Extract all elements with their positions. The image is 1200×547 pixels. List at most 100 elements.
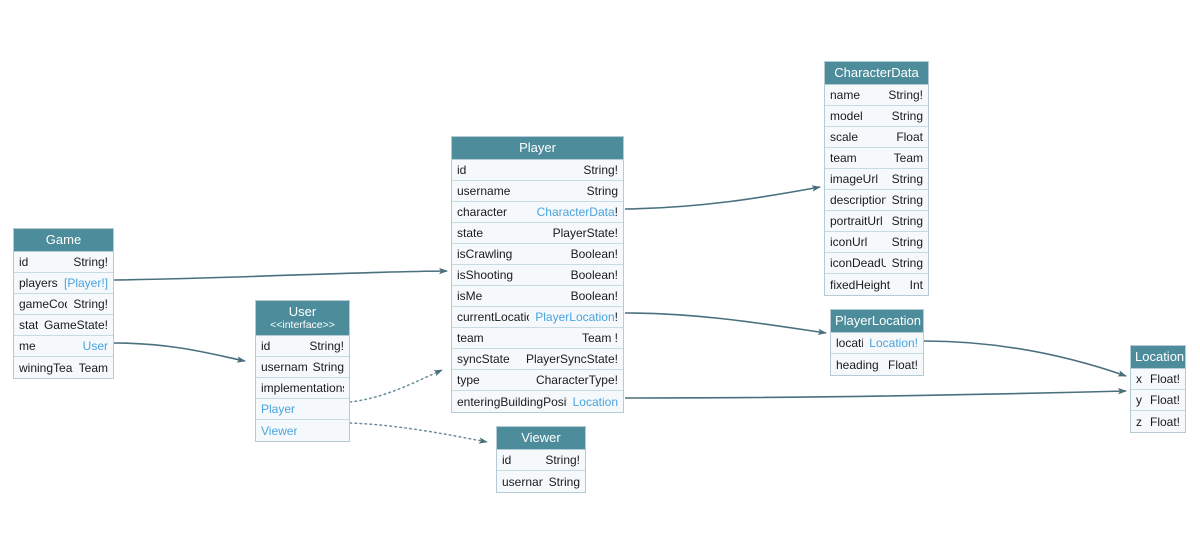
field-name: username [502, 474, 543, 489]
field-row[interactable]: winingTeam Team [14, 357, 113, 378]
field-row[interactable]: imageUrl String [825, 169, 928, 190]
field-row[interactable]: id String! [452, 160, 623, 181]
field-row[interactable]: x Float! [1131, 369, 1185, 390]
field-name: portraitUrl [830, 214, 883, 228]
field-row[interactable]: scale Float [825, 127, 928, 148]
field-row[interactable]: portraitUrl String [825, 211, 928, 232]
field-row[interactable]: enteringBuildingPosition Location [452, 391, 623, 412]
non-null-marker: ! [614, 205, 618, 219]
field-type: String! [73, 297, 108, 311]
field-name: team [830, 151, 857, 165]
field-type: User [82, 339, 108, 353]
field-name: players [19, 276, 58, 290]
field-row[interactable]: players [Player!] [14, 273, 113, 294]
field-row[interactable]: isShooting Boolean! [452, 265, 623, 286]
field-row[interactable]: team Team [825, 148, 928, 169]
field-row[interactable]: state GameState! [14, 315, 113, 336]
field-row[interactable]: username String [452, 181, 623, 202]
field-name: currentLocation [457, 310, 529, 324]
field-type: String! [583, 163, 618, 177]
field-row[interactable]: state PlayerState! [452, 223, 623, 244]
field-row[interactable]: fixedHeight Int [825, 274, 928, 295]
field-row[interactable]: z Float! [1131, 411, 1185, 432]
field-type: CharacterType! [535, 373, 618, 387]
field-type: PlayerState! [552, 226, 618, 240]
field-type: PlayerSyncState! [525, 352, 618, 366]
entity-user-title: User <<interface>> [256, 301, 349, 336]
field-type: Team [78, 360, 108, 375]
field-row[interactable]: id String! [497, 450, 585, 471]
field-type: String [891, 235, 923, 249]
field-row[interactable]: isMe Boolean! [452, 286, 623, 307]
field-name: isCrawling [457, 247, 513, 261]
field-name: enteringBuildingPosition [457, 394, 567, 409]
field-type: String [891, 193, 923, 207]
entity-playerlocation[interactable]: PlayerLocation location Location! headin… [830, 309, 924, 376]
field-type: GameState! [43, 318, 108, 332]
field-type: CharacterData! [537, 205, 618, 219]
field-name: name [830, 88, 861, 102]
entity-player[interactable]: Player id String! username String charac… [451, 136, 624, 413]
field-name: username [457, 184, 511, 198]
entity-viewer[interactable]: Viewer id String! username String [496, 426, 586, 493]
field-type: String [891, 109, 923, 123]
field-name: fixedHeight [830, 277, 891, 292]
edge-player-currentlocation-to-playerlocation [624, 312, 827, 335]
field-name: id [261, 339, 271, 353]
implementation-player[interactable]: Player [256, 399, 349, 420]
field-row[interactable]: team Team ! [452, 328, 623, 349]
field-row[interactable]: type CharacterType! [452, 370, 623, 391]
entity-user[interactable]: User <<interface>> id String! username S… [255, 300, 350, 442]
field-type: Boolean! [570, 268, 618, 282]
edge-game-players-to-player [113, 267, 448, 281]
entity-player-title: Player [452, 137, 623, 160]
field-name: isShooting [457, 268, 514, 282]
entity-playerlocation-title: PlayerLocation [831, 310, 923, 333]
field-row[interactable]: iconDeadUrl String [825, 253, 928, 274]
field-row[interactable]: y Float! [1131, 390, 1185, 411]
field-row[interactable]: me User [14, 336, 113, 357]
entity-location[interactable]: Location x Float! y Float! z Float! [1130, 345, 1186, 433]
field-row[interactable]: heading Float! [831, 354, 923, 375]
field-row[interactable]: location Location! [831, 333, 923, 354]
entity-viewer-title: Viewer [497, 427, 585, 450]
implementation-name: Viewer [261, 423, 298, 438]
field-name: gameCode [19, 297, 67, 311]
entity-characterdata-title: CharacterData [825, 62, 928, 85]
field-type: [Player!] [63, 276, 108, 290]
field-name: iconDeadUrl [830, 256, 886, 270]
entity-game[interactable]: Game id String! players [Player!] gameCo… [13, 228, 114, 379]
field-name: syncState [457, 352, 510, 366]
implementations-label: implementations [261, 381, 344, 395]
field-row[interactable]: syncState PlayerSyncState! [452, 349, 623, 370]
field-row[interactable]: character CharacterData! [452, 202, 623, 223]
field-type: Team [893, 151, 923, 165]
field-name: z [1136, 414, 1142, 429]
field-row[interactable]: model String [825, 106, 928, 127]
field-name: state [457, 226, 484, 240]
field-row[interactable]: id String! [14, 252, 113, 273]
field-row[interactable]: currentLocation PlayerLocation! [452, 307, 623, 328]
field-name: model [830, 109, 863, 123]
field-row[interactable]: isCrawling Boolean! [452, 244, 623, 265]
field-type: Boolean! [570, 289, 618, 303]
entity-characterdata[interactable]: CharacterData name String! model String … [824, 61, 929, 296]
edge-game-me-to-user [113, 342, 246, 363]
field-type: Float [896, 130, 923, 144]
field-row[interactable]: name String! [825, 85, 928, 106]
field-row[interactable]: gameCode String! [14, 294, 113, 315]
field-row[interactable]: id String! [256, 336, 349, 357]
implementation-viewer[interactable]: Viewer [256, 420, 349, 441]
edge-player-enteringbuildingposition-to-location [624, 388, 1127, 399]
field-row[interactable]: username String [256, 357, 349, 378]
field-row[interactable]: description String [825, 190, 928, 211]
field-row[interactable]: iconUrl String [825, 232, 928, 253]
field-name: id [457, 163, 467, 177]
field-type: Float! [1149, 372, 1180, 386]
field-row[interactable]: username String [497, 471, 585, 492]
field-type: String [891, 256, 923, 270]
field-name: scale [830, 130, 859, 144]
field-name: y [1136, 393, 1142, 407]
field-type: String [891, 214, 923, 228]
field-type: String! [309, 339, 344, 353]
